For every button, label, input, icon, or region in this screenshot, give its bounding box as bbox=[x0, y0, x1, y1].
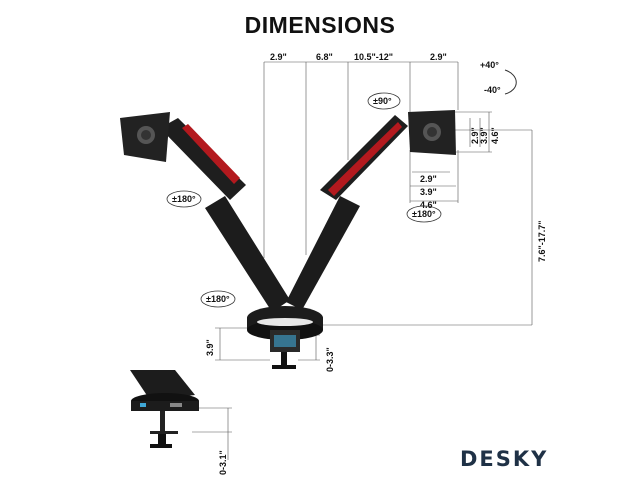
rotation-left-vesa-label: ±180° bbox=[172, 194, 196, 204]
dim-top-a: 2.9" bbox=[270, 52, 287, 62]
dim-height-range: 7.6"-17.7" bbox=[537, 220, 547, 262]
dim-top-c: 10.5"-12" bbox=[354, 52, 393, 62]
dim-clamp-range: 0-3.3" bbox=[325, 347, 335, 372]
rotation-left-vesa: ±180° bbox=[166, 190, 202, 208]
dim-plate-bottom-3-9: 3.9" bbox=[420, 187, 437, 197]
rotation-base-label: ±180° bbox=[206, 294, 230, 304]
rotation-right-vesa-label: ±180° bbox=[412, 209, 436, 219]
dim-clamp-range-2: 0-3.1" bbox=[218, 450, 228, 475]
dim-plate-2-9: 2.9" bbox=[470, 127, 480, 144]
rotation-right-tilt: ±90° bbox=[367, 92, 401, 110]
rotate-arrow-icon bbox=[200, 290, 236, 308]
tilt-arrow-icon bbox=[504, 69, 517, 95]
right-vesa-plate bbox=[408, 110, 456, 155]
dim-top-d: 2.9" bbox=[430, 52, 447, 62]
dim-plate-bottom-2-9: 2.9" bbox=[420, 174, 437, 184]
dim-plate-3-9: 3.9" bbox=[479, 127, 489, 144]
page-title: DIMENSIONS bbox=[244, 12, 396, 38]
brand-logo: DESKY bbox=[460, 447, 549, 471]
rotate-arrow-icon bbox=[166, 190, 202, 208]
tilt-down-label: -40° bbox=[484, 85, 501, 95]
tilt-up-label: +40° bbox=[480, 60, 499, 70]
left-vesa-plate bbox=[120, 112, 170, 162]
dim-plate-4-6: 4.6" bbox=[490, 127, 500, 144]
base-closeup bbox=[130, 370, 199, 448]
monitor-arm-illustration bbox=[120, 110, 456, 369]
desk-base bbox=[247, 306, 323, 369]
rotation-right-tilt-label: ±90° bbox=[373, 96, 392, 106]
rotation-base: ±180° bbox=[200, 290, 236, 308]
guide-lines bbox=[192, 61, 533, 460]
dim-plate-bottom-4-6: 4.6" bbox=[420, 200, 437, 210]
dim-base-height: 3.9" bbox=[205, 339, 215, 356]
rotate-arrow-icon bbox=[367, 92, 401, 110]
rotate-arrow-icon bbox=[406, 205, 442, 223]
dim-top-b: 6.8" bbox=[316, 52, 333, 62]
rotation-right-vesa: ±180° bbox=[406, 205, 442, 223]
